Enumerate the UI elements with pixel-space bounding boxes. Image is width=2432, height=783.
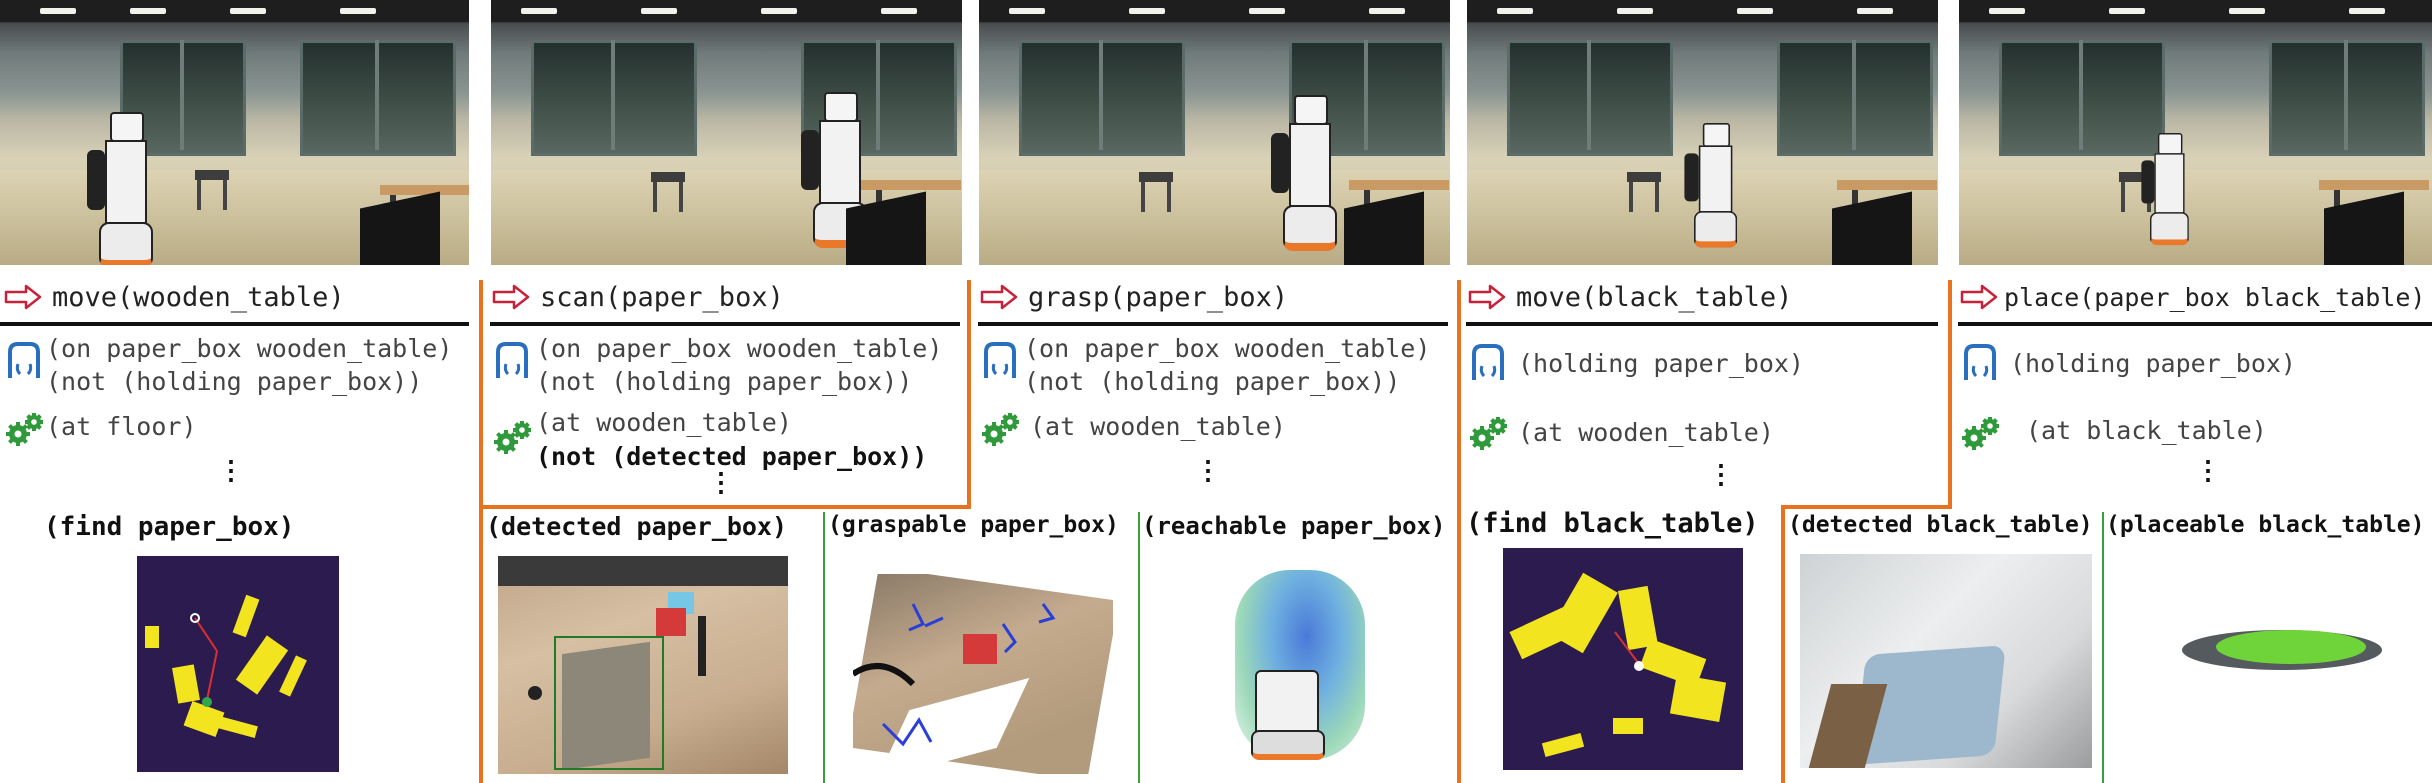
scene-photo-3 [979, 0, 1450, 265]
state-text: (at floor) [46, 412, 197, 441]
gears-icon [6, 413, 43, 446]
scene-photo-4 [1467, 0, 1938, 265]
ellipsis: ⋮ [218, 456, 244, 486]
ellipsis: ⋮ [2195, 456, 2221, 486]
perception-separator [823, 512, 825, 783]
precondition-text: (not (holding paper_box)) [46, 367, 423, 396]
action-label: place(paper_box black_table) [2004, 282, 2426, 312]
step-1-action: move(wooden_table) [4, 280, 345, 314]
gears-icon [1470, 417, 1507, 450]
perception-label: (reachable paper_box) [1142, 512, 1446, 540]
scene-photo-2 [491, 0, 962, 265]
ellipsis: ⋮ [1708, 460, 1734, 490]
right-arrow-icon [1960, 284, 1998, 310]
bracket-loop-icon [984, 342, 1016, 378]
step-separator [967, 280, 971, 509]
perception-label: (find paper_box) [44, 512, 295, 542]
reachability-map [1215, 560, 1385, 772]
right-arrow-icon [980, 284, 1018, 310]
step-separator [1948, 280, 1952, 509]
precondition-text: (on paper_box wooden_table) [46, 334, 453, 363]
right-arrow-icon [492, 284, 530, 310]
gears-icon [494, 421, 531, 454]
bracket-loop-icon [1964, 344, 1996, 380]
occupancy-map [1503, 548, 1743, 770]
placement-surface [2170, 600, 2410, 700]
state-text: (not (detected paper_box)) [536, 442, 928, 471]
perception-label: (graspable paper_box) [828, 512, 1119, 538]
step-4-action: move(black_table) [1468, 280, 1792, 314]
precondition-text: (holding paper_box) [2010, 349, 2296, 378]
precondition-text: (on paper_box wooden_table) [1024, 334, 1431, 363]
right-arrow-icon [4, 284, 42, 310]
divider [0, 322, 469, 326]
precondition-text: (holding paper_box) [1518, 349, 1804, 378]
precondition-text: (not (holding paper_box)) [1024, 367, 1401, 396]
detection-photo [498, 556, 788, 774]
step-separator [1781, 505, 1952, 509]
perception-label: (detected paper_box) [486, 512, 788, 541]
divider [1466, 322, 1938, 326]
perception-label: (placeable black_table) [2106, 512, 2425, 538]
grasp-pointcloud [853, 574, 1113, 774]
bracket-loop-icon [1472, 344, 1504, 380]
gears-icon [982, 413, 1019, 446]
state-text: (at wooden_table) [1030, 412, 1286, 441]
perception-separator [1138, 512, 1140, 783]
action-label: move(black_table) [1516, 281, 1793, 313]
perception-label: (find black_table) [1466, 508, 1759, 539]
precondition-text: (not (holding paper_box)) [536, 367, 913, 396]
action-label: scan(paper_box) [540, 281, 784, 313]
step-3-action: grasp(paper_box) [980, 280, 1288, 314]
state-text: (at wooden_table) [536, 408, 792, 437]
ellipsis: ⋮ [1195, 456, 1221, 486]
state-text: (at black_table) [2026, 416, 2267, 445]
right-arrow-icon [1468, 284, 1506, 310]
action-label: grasp(paper_box) [1028, 281, 1289, 313]
bracket-loop-icon [8, 342, 40, 378]
divider [1958, 322, 2432, 326]
perception-label: (detected black_table) [1788, 512, 2093, 538]
step-5-action: place(paper_box black_table) [1960, 280, 2425, 314]
perception-separator [2102, 512, 2104, 783]
action-label: move(wooden_table) [52, 281, 345, 313]
scene-photo-1 [0, 0, 469, 265]
detection-photo [1800, 554, 2092, 768]
gears-icon [1962, 417, 1999, 450]
step-2-action: scan(paper_box) [492, 280, 784, 314]
step-separator [483, 505, 970, 509]
state-text: (at wooden_table) [1518, 418, 1774, 447]
ellipsis: ⋮ [708, 468, 734, 498]
bracket-loop-icon [496, 342, 528, 378]
occupancy-map [137, 556, 339, 772]
scene-photo-5 [1959, 0, 2432, 265]
divider [978, 322, 1448, 326]
step-separator [1457, 280, 1461, 783]
step-separator [479, 280, 483, 783]
precondition-text: (on paper_box wooden_table) [536, 334, 943, 363]
divider [490, 322, 960, 326]
step-separator [1781, 505, 1785, 783]
